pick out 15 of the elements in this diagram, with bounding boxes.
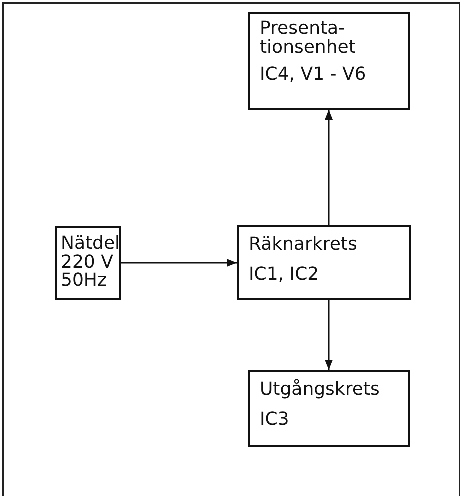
- block-label: Räknarkrets: [249, 235, 358, 255]
- arrow: [121, 259, 237, 267]
- block-label: IC3: [260, 410, 290, 430]
- arrow: [325, 300, 333, 370]
- block-box: [248, 370, 410, 447]
- block-label: 220 V: [61, 254, 114, 272]
- block-label: 50Hz: [61, 272, 108, 292]
- block-label: IC4, V1 - V6: [260, 66, 368, 85]
- block-label: IC1, IC2: [249, 264, 320, 285]
- arrow: [325, 110, 333, 225]
- block-box: [55, 226, 121, 300]
- block-label: Utgångskrets: [260, 380, 381, 400]
- block-box: [237, 225, 411, 300]
- block-box: [248, 12, 410, 110]
- block-label: Presenta- tionsenhet: [260, 20, 357, 58]
